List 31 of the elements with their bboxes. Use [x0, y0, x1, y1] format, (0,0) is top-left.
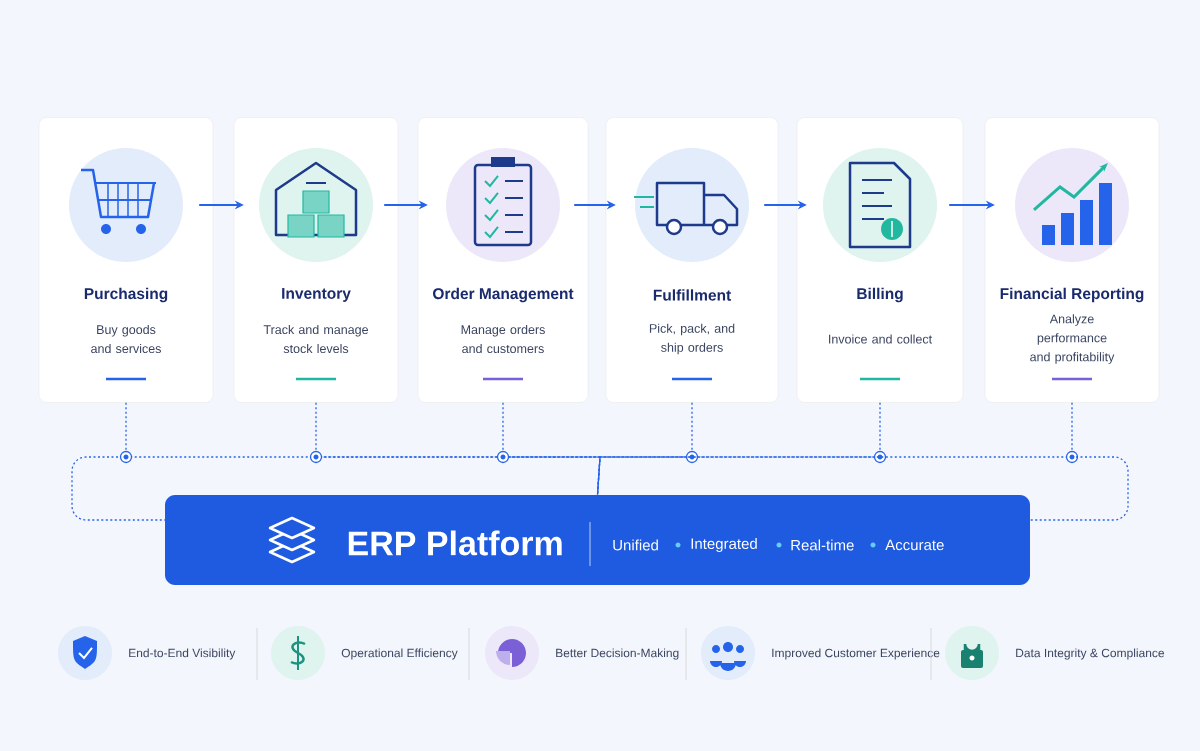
- feature-tag: Unified: [613, 539, 658, 551]
- benefit-label: Data Integrity & Compliance: [1016, 648, 1165, 660]
- process-card: [38, 117, 214, 403]
- process-card: [417, 117, 589, 403]
- card-title: Purchasing: [84, 287, 168, 303]
- card-description: Invoice and collect: [829, 334, 932, 344]
- card-title: Financial Reporting: [1000, 287, 1144, 303]
- benefit-label: Improved Customer Experience: [772, 648, 940, 660]
- card-description: Manage orders and customers: [461, 324, 545, 354]
- benefit-label: Better Decision-Making: [556, 648, 679, 660]
- card-description: Pick, pack, and ship orders: [649, 323, 735, 355]
- feature-tag: Real-time: [791, 539, 854, 551]
- feature-tag: Integrated: [691, 538, 757, 552]
- benefit-label: End-to-End Visibility: [129, 648, 236, 660]
- card-title: Inventory: [282, 288, 351, 302]
- dotted-connector: [596, 402, 887, 496]
- process-card: [233, 117, 399, 403]
- card-title: Order Management: [433, 287, 574, 303]
- card-description: Track and manage stock levels: [263, 324, 368, 354]
- feature-tag: Accurate: [885, 539, 944, 551]
- process-card: [984, 117, 1160, 403]
- benefit-label: Operational Efficiency: [341, 648, 458, 660]
- card-title: Fulfillment: [653, 289, 731, 301]
- card-description: Buy goods and services: [91, 324, 161, 354]
- process-card: [605, 117, 779, 403]
- platform-bar: [165, 495, 1030, 585]
- platform-title: ERP Platform: [348, 530, 562, 556]
- card-title: Billing: [857, 287, 903, 303]
- process-card: [796, 117, 964, 403]
- card-description: Analyze performance and profitability: [1030, 314, 1115, 364]
- dotted-connector: [596, 402, 1079, 496]
